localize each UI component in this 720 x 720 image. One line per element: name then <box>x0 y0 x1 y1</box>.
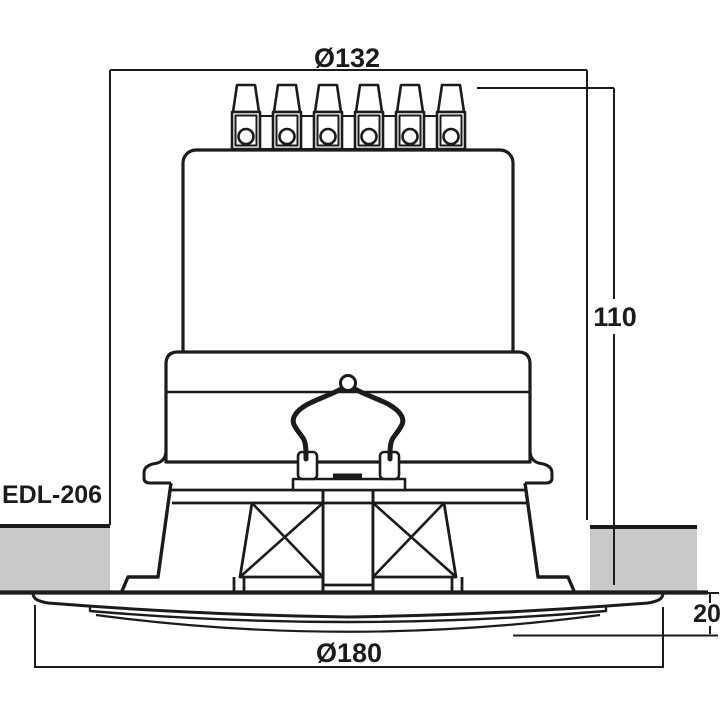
clip-base-slot <box>333 473 362 480</box>
speaker-frame-band <box>164 350 532 464</box>
trim-ring-step <box>88 607 608 624</box>
terminal-block <box>230 83 262 151</box>
model-label: EDL-206 <box>2 481 102 509</box>
spring-wire-right <box>350 385 406 462</box>
terminal-block <box>435 83 467 151</box>
basket-strut-left <box>238 501 325 579</box>
terminal-spacer <box>341 115 356 150</box>
ceiling-section-right <box>590 527 697 592</box>
spring-wire-left <box>290 385 346 462</box>
terminal-spacer <box>423 115 438 150</box>
terminal-spacer <box>382 115 397 150</box>
terminal-block <box>353 83 385 151</box>
dimension-lines <box>34 69 719 668</box>
spring-wire-eyelet <box>339 374 357 392</box>
clip-base-plate <box>291 477 407 492</box>
grille-dome <box>95 613 601 633</box>
label-cutout-diameter: Ø132 <box>314 43 380 73</box>
label-front-diameter: Ø180 <box>316 638 382 668</box>
terminal-strip <box>230 83 467 151</box>
terminal-block <box>271 83 303 151</box>
terminal-spacer <box>259 115 274 150</box>
strut-rib <box>239 502 324 578</box>
strut-rib <box>372 502 457 578</box>
terminal-block <box>394 83 426 151</box>
flange-right-tab <box>525 449 554 485</box>
trim-ring-face <box>31 592 665 619</box>
dimension-labels: Ø132 110 Ø180 20 EDL-206 <box>2 43 720 668</box>
strut-rib <box>251 502 324 578</box>
transformer-housing <box>181 148 515 364</box>
label-flange-depth: 20 <box>693 600 720 628</box>
terminal-block <box>312 83 344 151</box>
basket-wall-right <box>523 482 576 592</box>
basket-wall-left <box>120 482 173 592</box>
strut-rib <box>372 502 445 578</box>
basket-strut-right <box>371 501 458 579</box>
terminal-spacer <box>300 115 315 150</box>
ceiling-section-left <box>0 526 110 592</box>
spring-wire <box>290 385 406 462</box>
label-mounting-depth: 110 <box>593 302 637 332</box>
flange-left-tab <box>142 449 171 485</box>
